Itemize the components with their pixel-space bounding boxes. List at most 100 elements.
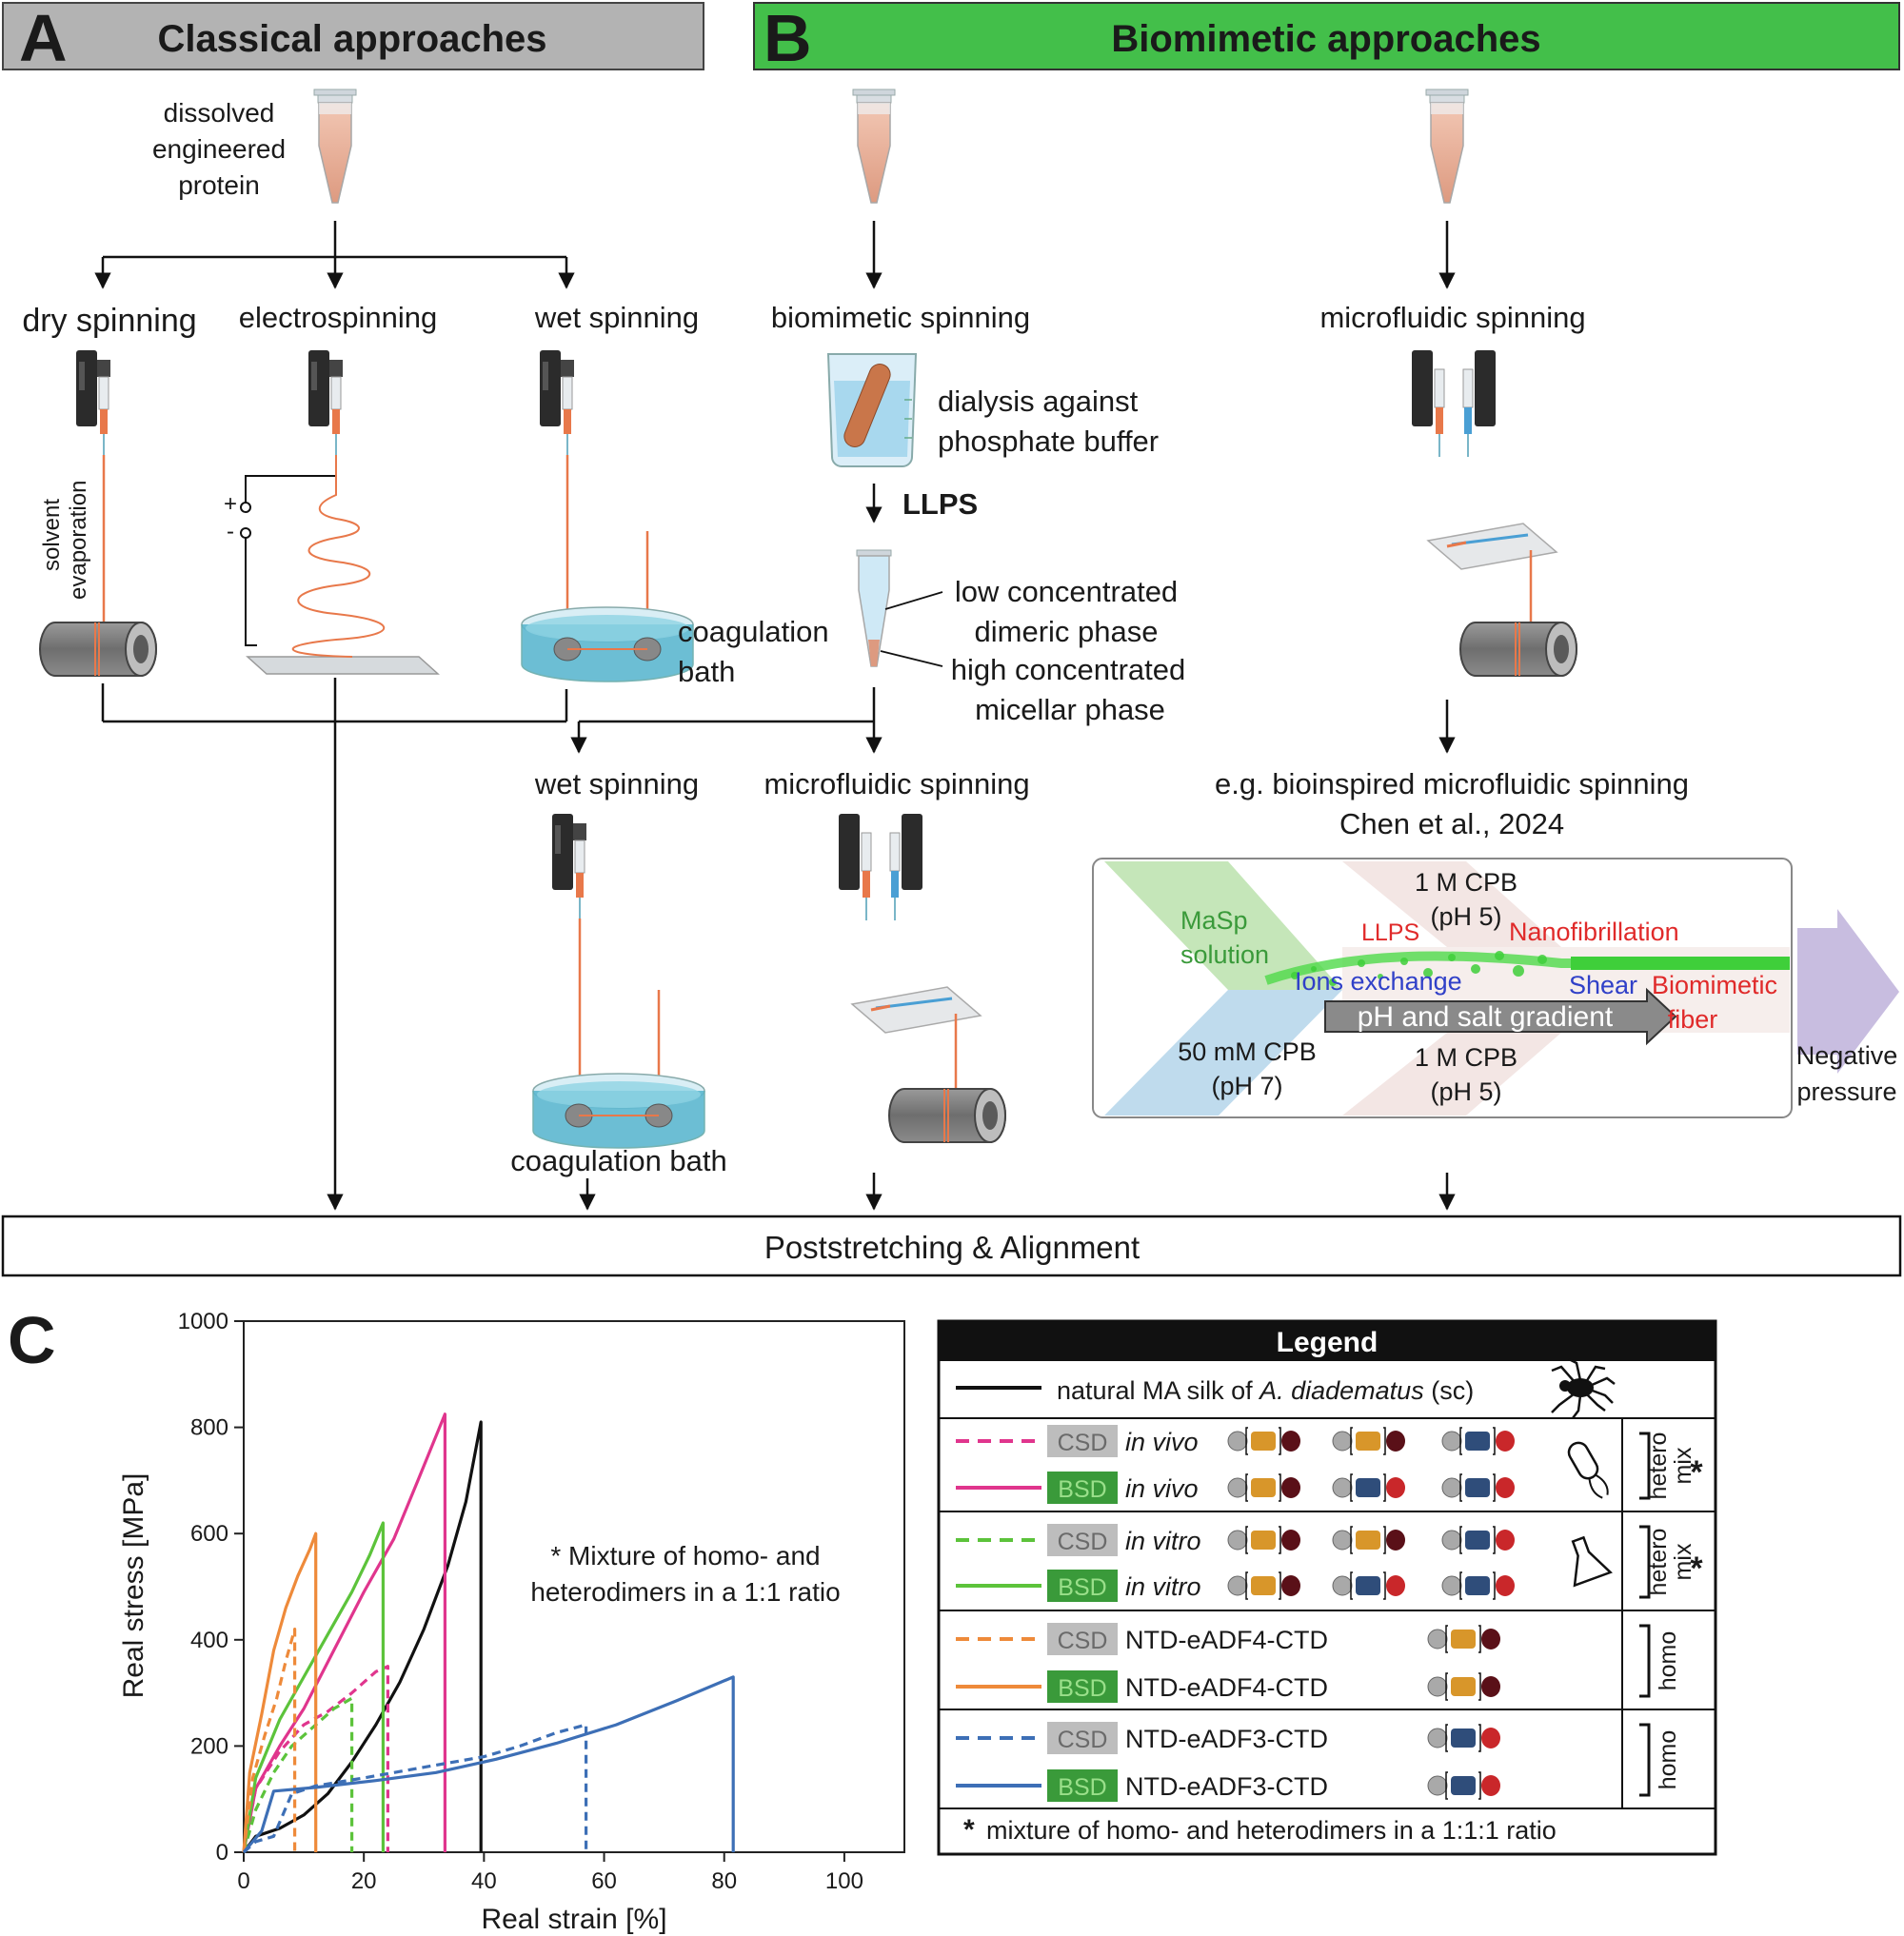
ntd-domain-icon <box>1227 1431 1248 1452</box>
legend-tag-box <box>1047 1670 1118 1703</box>
bacterium-icon <box>1567 1441 1609 1499</box>
panel-a-header: A Classical approaches <box>2 1 704 75</box>
svg-text:hetero: hetero <box>1645 1432 1672 1500</box>
coagulation-bath-icon <box>532 1073 705 1149</box>
x-tick-label: 40 <box>471 1868 497 1894</box>
ctd-domain-icon <box>1386 1575 1405 1596</box>
group-star: * <box>1690 1454 1703 1491</box>
legend-tag-box <box>1047 1623 1118 1655</box>
repeat-domain-icon <box>1356 1576 1380 1595</box>
legend-tag-label: CSD <box>1058 1628 1108 1654</box>
legend-row-label: NTD-eADF4-CTD <box>1125 1626 1328 1654</box>
footnote-text: mixture of homo- and heterodimers in a 1… <box>986 1816 1557 1845</box>
cpb-top-line2: (pH 5) <box>1430 902 1501 931</box>
curve-bsd_vitro <box>242 1521 385 1853</box>
chart-note-line2: heterodimers in a 1:1 ratio <box>530 1577 840 1607</box>
dialysis-label-line2: phosphate buffer <box>938 425 1159 458</box>
coagulation-bath-icon <box>521 606 694 682</box>
phase-tube-icon <box>856 549 892 667</box>
phase-label-4: micellar phase <box>975 693 1165 726</box>
panel-c-letter: C <box>8 1303 56 1377</box>
coagulation-bath-label: coagulation bath <box>510 1144 727 1177</box>
shear-label: Shear <box>1569 971 1637 999</box>
ntd-domain-icon <box>1332 1431 1353 1452</box>
ions-exchange-label: Ions exchange <box>1295 967 1462 996</box>
cpb-top-line1: 1 M CPB <box>1415 868 1517 897</box>
svg-text:evaporation: evaporation <box>66 481 91 600</box>
ntd-domain-icon <box>1332 1575 1353 1596</box>
svg-text:homo: homo <box>1655 1730 1681 1790</box>
legend-tag-box <box>1047 1472 1118 1504</box>
group-bracket <box>1639 1525 1651 1599</box>
phase-label-3: high concentrated <box>951 653 1185 686</box>
ntd-domain-icon <box>1441 1431 1462 1452</box>
svg-text:hetero: hetero <box>1645 1529 1672 1596</box>
repeat-domain-icon <box>1451 1729 1476 1748</box>
poststretch-arrows <box>579 1173 1456 1211</box>
legend-row-label: in vivo <box>1125 1474 1199 1503</box>
repeat-domain-icon <box>1465 1432 1490 1451</box>
y-tick-label: 1000 <box>178 1309 228 1334</box>
ctd-domain-icon <box>1496 1575 1515 1596</box>
dual-syringe-pump-icon <box>838 813 923 921</box>
bracket-icon <box>1459 1427 1496 1455</box>
x-tick-label: 20 <box>351 1868 377 1894</box>
protein-label-line2: engineered <box>152 134 286 164</box>
repeat-domain-icon <box>1465 1478 1490 1497</box>
legend-row-label: NTD-eADF3-CTD <box>1125 1772 1328 1801</box>
curve-csd_adf4 <box>242 1628 297 1853</box>
cpb-left-line2: (pH 7) <box>1211 1072 1282 1100</box>
ctd-domain-icon <box>1481 1728 1500 1748</box>
bracket-icon <box>1350 1526 1386 1554</box>
panel-b-letter: B <box>764 1 812 75</box>
repeat-domain-icon <box>1451 1630 1476 1649</box>
legend-row-label: NTD-eADF4-CTD <box>1125 1673 1328 1702</box>
ntd-domain-icon <box>1227 1530 1248 1551</box>
cpb-bottom-line1: 1 M CPB <box>1415 1043 1517 1072</box>
method-biomimetic-spinning: biomimetic spinning <box>771 301 1030 334</box>
bracket-icon <box>1445 1771 1481 1800</box>
y-tick-label: 400 <box>190 1628 228 1653</box>
masp-label-line1: MaSp <box>1180 906 1248 935</box>
legend-tag-label: BSD <box>1058 1675 1106 1702</box>
ntd-domain-icon <box>1427 1728 1448 1748</box>
ctd-domain-icon <box>1386 1431 1405 1452</box>
legend-row-label: in vitro <box>1125 1527 1201 1555</box>
group-label: homo <box>1655 1730 1681 1790</box>
bracket-icon <box>1445 1724 1481 1752</box>
protein-label-line3: protein <box>178 170 260 200</box>
protein-tube-icon <box>313 89 357 204</box>
curve-csd_adf3 <box>242 1723 588 1854</box>
ntd-domain-icon <box>1332 1530 1353 1551</box>
group-label: homo <box>1655 1631 1681 1691</box>
x-tick-label: 80 <box>711 1868 737 1894</box>
negative-pressure-line2: pressure <box>1796 1077 1896 1106</box>
dual-syringe-pump-icon <box>1411 349 1497 458</box>
poststretch-box <box>1 1215 1902 1277</box>
method-wet-spinning: wet spinning <box>534 301 699 334</box>
y-tick-label: 0 <box>216 1840 228 1866</box>
ctd-domain-icon <box>1386 1477 1405 1498</box>
repeat-domain-icon <box>1451 1677 1476 1696</box>
negative-pressure-line1: Negative <box>1796 1041 1898 1070</box>
ntd-domain-icon <box>1441 1477 1462 1498</box>
legend-tag-box <box>1047 1524 1118 1556</box>
electrospinning-setup: + - <box>224 455 440 675</box>
group-star: * <box>1690 1551 1703 1587</box>
legend-tag-label: BSD <box>1058 1476 1106 1503</box>
ctd-domain-icon <box>1386 1530 1405 1551</box>
legend-box: Legend natural MA silk of A. diadematus … <box>937 1319 1717 1856</box>
collector-roller-icon <box>1459 622 1577 677</box>
bracket-icon <box>1245 1526 1281 1554</box>
legend-row-label: in vitro <box>1125 1572 1201 1601</box>
ctd-domain-icon <box>1496 1431 1515 1452</box>
ctd-domain-icon <box>1281 1431 1300 1452</box>
x-tick-label: 0 <box>237 1868 249 1894</box>
bracket-icon <box>1350 1571 1386 1600</box>
panel-b-title: Biomimetic approaches <box>1111 18 1540 60</box>
method-electrospinning: electrospinning <box>239 301 438 334</box>
coag-bath-label-line1: coagulation <box>678 615 829 648</box>
protein-tube-icon <box>1425 89 1469 204</box>
